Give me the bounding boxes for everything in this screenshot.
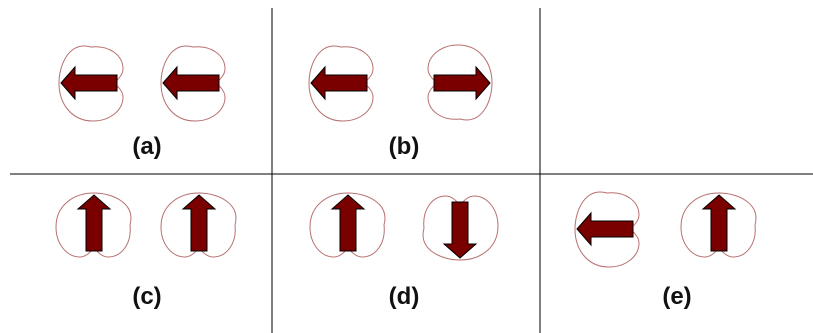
dipole-icon	[680, 192, 757, 258]
lobe-outline	[58, 45, 124, 122]
arrow-down-icon	[442, 201, 478, 259]
dipole-icon	[574, 191, 640, 268]
arrow-left-icon	[162, 65, 220, 101]
panel-c: (c)	[55, 192, 237, 310]
arrow-right-icon	[433, 65, 491, 101]
arrow-left-icon	[310, 65, 368, 101]
panel-a: (a)	[58, 45, 226, 160]
panel-b: (b)	[308, 44, 493, 160]
dipole-icon	[308, 45, 374, 122]
lobe-outline	[309, 192, 386, 258]
dipole-icon	[55, 192, 132, 258]
arrow-up-icon	[76, 194, 112, 252]
lobe-outline	[427, 44, 493, 121]
arrow-up-icon	[330, 194, 366, 252]
arrow-up-icon	[701, 194, 737, 252]
dipole-icon	[427, 44, 493, 121]
panel-label-a: (a)	[132, 133, 161, 160]
lobe-outline	[160, 45, 226, 122]
arrow-up-icon	[181, 194, 217, 252]
lobe-outline	[680, 192, 757, 258]
arrow-left-icon	[60, 65, 118, 101]
arrow-left-icon	[576, 211, 634, 247]
lobe-outline	[160, 192, 237, 258]
dipole-icon	[160, 192, 237, 258]
grid-lines	[10, 8, 813, 333]
panel-label-b: (b)	[389, 133, 420, 160]
dipole-icon	[422, 195, 499, 261]
dipole-icon	[58, 45, 124, 122]
panel-label-c: (c)	[132, 283, 161, 310]
panel-d: (d)	[309, 192, 499, 310]
panel-label-e: (e)	[662, 283, 691, 310]
lobe-outline	[55, 192, 132, 258]
panel-label-d: (d)	[389, 283, 420, 310]
lobe-outline	[422, 195, 499, 261]
lobe-outline	[574, 191, 640, 268]
dipole-icon	[309, 192, 386, 258]
panel-e: (e)	[574, 191, 757, 310]
lobe-outline	[308, 45, 374, 122]
dipole-icon	[160, 45, 226, 122]
